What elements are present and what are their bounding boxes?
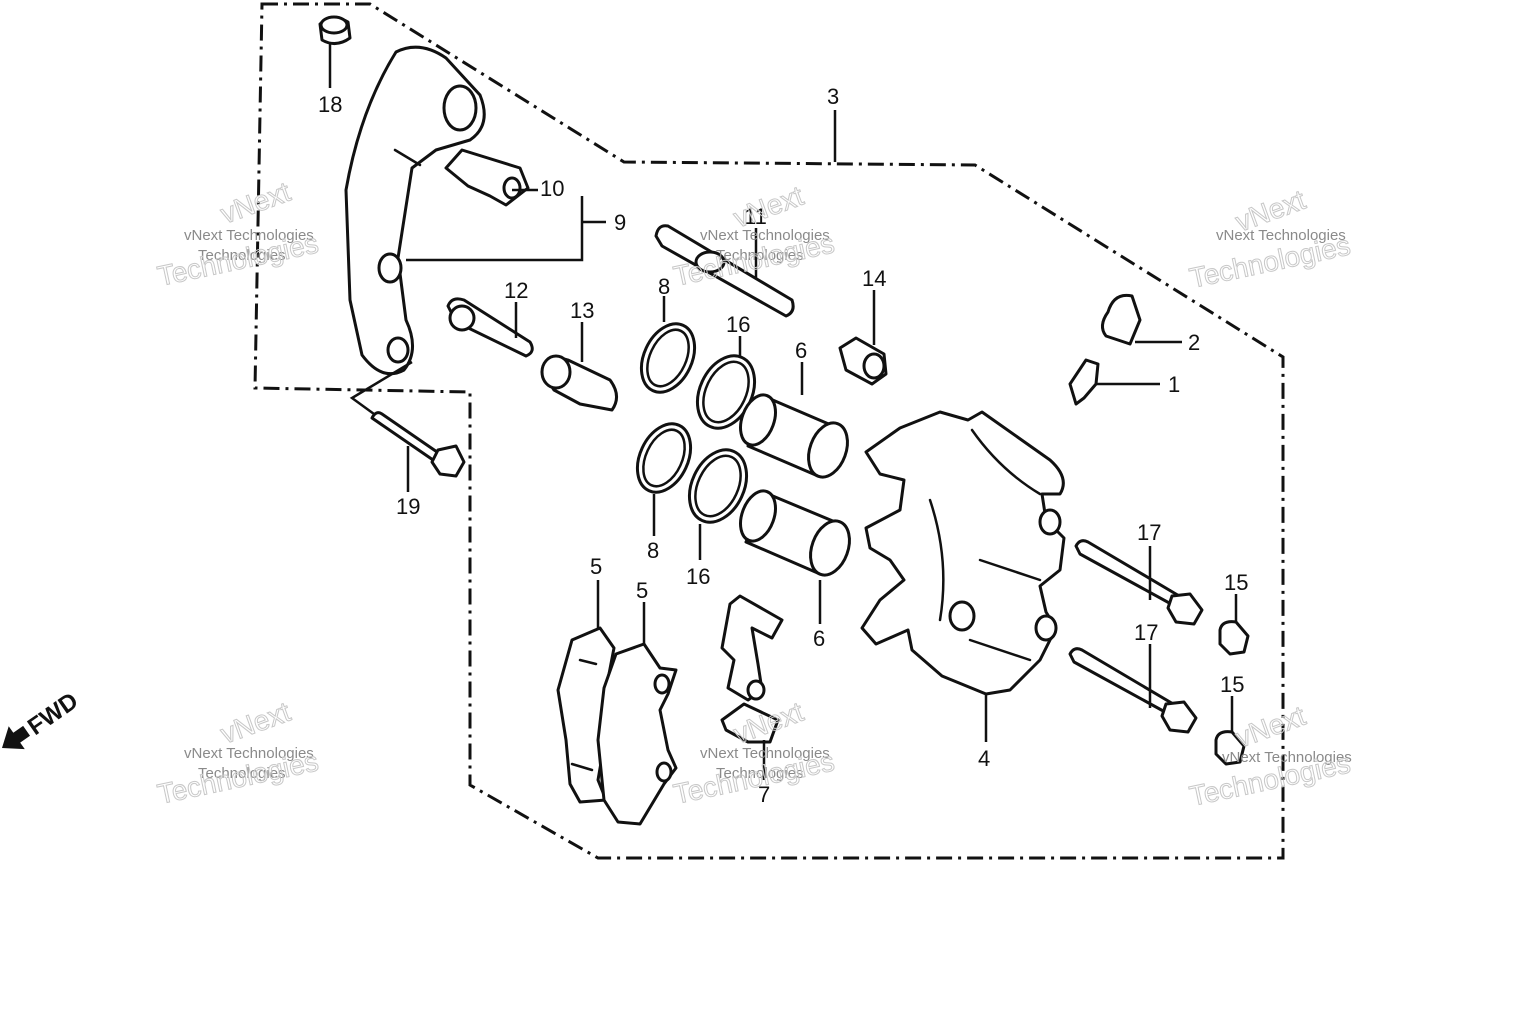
part-14-bleeder-cap [838,336,888,386]
part-15-cap-upper [1218,620,1250,656]
callout-16-lower: 16 [686,564,710,589]
callout-11: 11 [744,204,767,229]
callout-17-lower: 17 [1134,620,1158,645]
svg-text:Technologies: Technologies [198,247,286,264]
part-17-pin-lower [1068,647,1198,734]
svg-text:vNext: vNext [1231,700,1309,754]
watermark-top-center: vNext vNext Technologies Technologies Te… [670,179,837,292]
callout-16-upper: 16 [726,312,750,337]
part-16-dust-seal-upper [695,354,757,430]
part-4-caliper-body [860,410,1066,696]
svg-text:vNext Technologies: vNext Technologies [700,745,830,762]
svg-text:vNext: vNext [216,176,294,230]
callout-6-lower: 6 [813,626,825,651]
callout-2: 2 [1188,330,1200,355]
svg-text:vNext: vNext [216,696,294,750]
svg-text:Technologies: Technologies [716,247,804,264]
callout-8-lower: 8 [647,538,659,563]
callout-3: 3 [827,84,839,109]
part-17-pin-upper [1074,539,1204,626]
fwd-label: FWD [23,687,83,740]
part-19-bolt [370,411,466,478]
callout-4: 4 [978,746,990,771]
svg-text:vNext Technologies: vNext Technologies [1216,227,1346,244]
forward-arrow-icon [2,725,31,750]
callout-13: 13 [570,298,594,323]
part-9-caliper-bracket [344,45,486,376]
svg-text:Technologies: Technologies [198,765,286,782]
watermark-bottom-center: vNext vNext Technologies Technologies Te… [670,695,837,810]
part-1-bleeder-valve [1068,358,1100,406]
callout-14: 14 [862,266,886,291]
callout-17-upper: 17 [1137,520,1161,545]
callout-15-lower: 15 [1220,672,1244,697]
callout-18: 18 [318,92,342,117]
watermark-bottom-right: vNext vNext Technologies Technologies [1186,699,1353,812]
callout-5-rear: 5 [590,554,602,579]
callout-1: 1 [1168,372,1180,397]
part-8-piston-seal-upper [639,322,697,394]
svg-text:vNext Technologies: vNext Technologies [184,745,314,762]
part-2-bleeder-cap [1101,293,1142,346]
leader-lines [328,44,1238,780]
callout-5-front: 5 [636,578,648,603]
watermark-top-left: vNext vNext Technologies Technologies Te… [154,175,321,292]
watermark-bottom-left: vNext vNext Technologies Technologies Te… [154,695,321,810]
svg-text:vNext: vNext [729,180,807,234]
part-11-pin [654,224,795,318]
part-15-cap-lower [1214,730,1246,766]
assembly-boundary [253,2,1285,860]
callout-7: 7 [758,782,770,807]
callout-6-upper: 6 [795,338,807,363]
callout-8-upper: 8 [658,274,670,299]
callout-9: 9 [614,210,626,235]
part-10-retainer-clip [444,148,530,207]
part-12-bolt [446,297,534,358]
part-13-bolt [540,354,618,412]
part-5-brake-pad-front [596,642,678,826]
part-6-piston-upper [739,393,849,479]
svg-text:Technologies: Technologies [716,765,804,782]
svg-text:vNext Technologies: vNext Technologies [184,227,314,244]
svg-text:vNext Technologies: vNext Technologies [1222,749,1352,766]
callout-10: 10 [540,176,564,201]
part-6-piston-lower [739,489,851,577]
part-18-cap [318,15,352,45]
callout-12: 12 [504,278,528,303]
callout-labels: 1 2 3 4 5 5 6 6 7 8 8 9 10 11 12 13 14 1… [318,84,1248,807]
part-16-dust-seal-lower [687,448,749,524]
svg-text:vNext Technologies: vNext Technologies [700,227,830,244]
part-7-pad-spring [720,594,784,744]
watermark-top-right: vNext vNext Technologies Technologies [1186,183,1353,294]
callout-19: 19 [396,494,420,519]
callout-15-upper: 15 [1224,570,1248,595]
part-8-piston-seal-lower [635,422,693,494]
forward-direction-indicator: FWD [2,687,83,750]
